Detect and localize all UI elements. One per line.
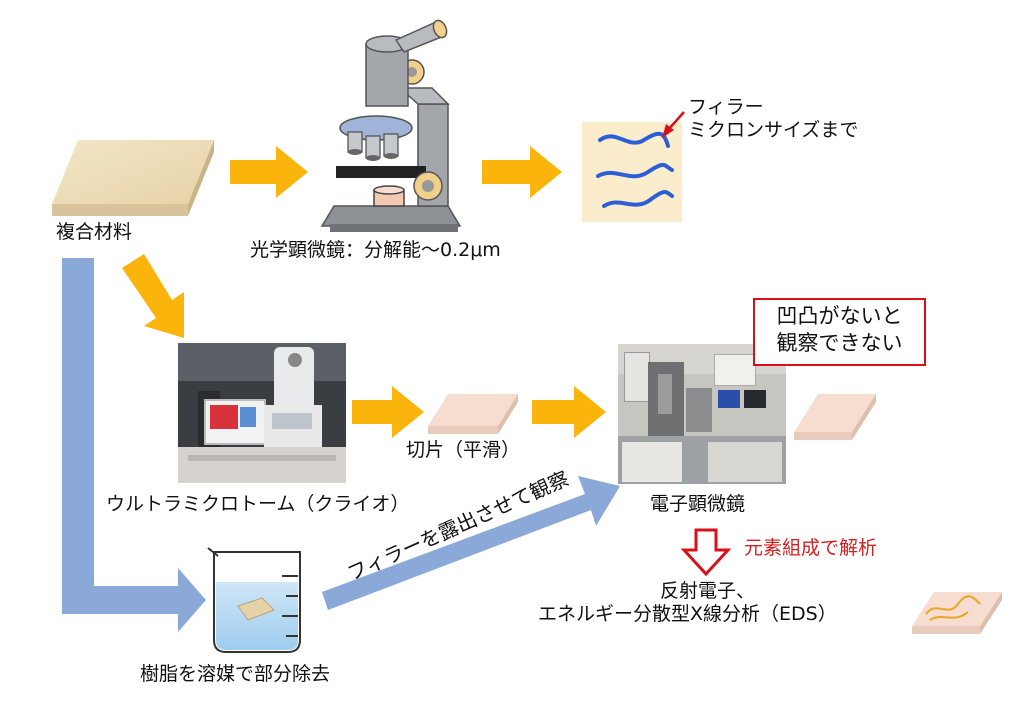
electron-microscope-photo	[618, 344, 786, 484]
beaker-icon	[207, 547, 301, 653]
filler-note: フィラー ミクロンサイズまで	[688, 96, 858, 142]
filler-panel	[582, 122, 682, 222]
unknown-sample-block	[794, 394, 876, 440]
electron-microscope-label: 電子顕微鏡	[650, 493, 746, 515]
orange-arrow-to-optical	[230, 146, 308, 198]
exposed-filler-sample	[912, 592, 1002, 634]
slice-block	[428, 394, 518, 434]
ultramicrotome-photo	[178, 343, 346, 483]
warning-box: 凹凸がないと 観察できない	[753, 298, 926, 366]
orange-arrow-to-ultramicrotome	[122, 254, 184, 338]
filler-note-line2: ミクロンサイズまで	[688, 118, 859, 141]
detection-methods: 反射電子、 エネルギー分散型X線分析（EDS）	[538, 580, 837, 626]
red-down-arrow	[680, 528, 732, 577]
filler-pointer-arrow	[662, 111, 685, 138]
orange-arrow-to-filler	[482, 146, 562, 198]
warning-line2: 観察できない	[776, 331, 903, 356]
slice-label: 切片（平滑）	[406, 439, 521, 461]
element-analysis-label: 元素組成で解析	[744, 537, 878, 559]
dissolve-label: 樹脂を溶媒で部分除去	[140, 663, 331, 685]
detection-line1: 反射電子、	[660, 580, 756, 602]
ultramicrotome-label: ウルトラミクロトーム（クライオ）	[106, 493, 410, 515]
warning-line1: 凹凸がないと	[776, 304, 903, 328]
optical-microscope-label: 光学顕微鏡：分解能～0.2μm	[250, 239, 501, 261]
detection-line2: エネルギー分散型X線分析（EDS）	[538, 602, 837, 625]
composite-material-label: 複合材料	[56, 221, 133, 243]
blue-arrow-to-electron	[322, 476, 620, 610]
composite-material-block	[52, 140, 214, 216]
blue-arrow-to-dissolve	[62, 258, 206, 632]
microscope-icon	[320, 19, 462, 232]
filler-note-line1: フィラー	[688, 96, 764, 118]
orange-arrow-to-slice	[352, 386, 424, 438]
orange-arrow-to-electron	[532, 386, 606, 438]
